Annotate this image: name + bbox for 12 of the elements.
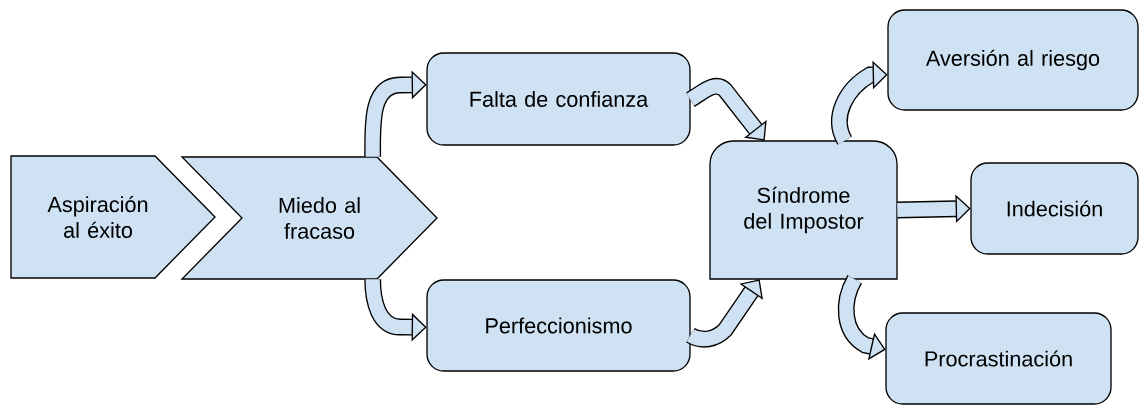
rounded-box: Perfeccionismo — [426, 279, 691, 372]
rounded-box: Aversión al riesgo — [887, 9, 1139, 111]
block-arrow — [686, 279, 763, 348]
chevron-box: Miedo al fracaso — [180, 156, 438, 280]
rounded-box: Indecisión — [970, 162, 1139, 255]
rounded-box: Procrastinación — [885, 312, 1112, 405]
block-arrow — [364, 70, 427, 157]
block-arrow — [831, 60, 888, 145]
block-arrow — [685, 78, 767, 141]
rounded-box: Síndrome del Impostor — [709, 140, 898, 280]
rounded-box: Falta de confianza — [426, 52, 691, 146]
pentagon-box: Aspiración al éxito — [10, 155, 216, 279]
